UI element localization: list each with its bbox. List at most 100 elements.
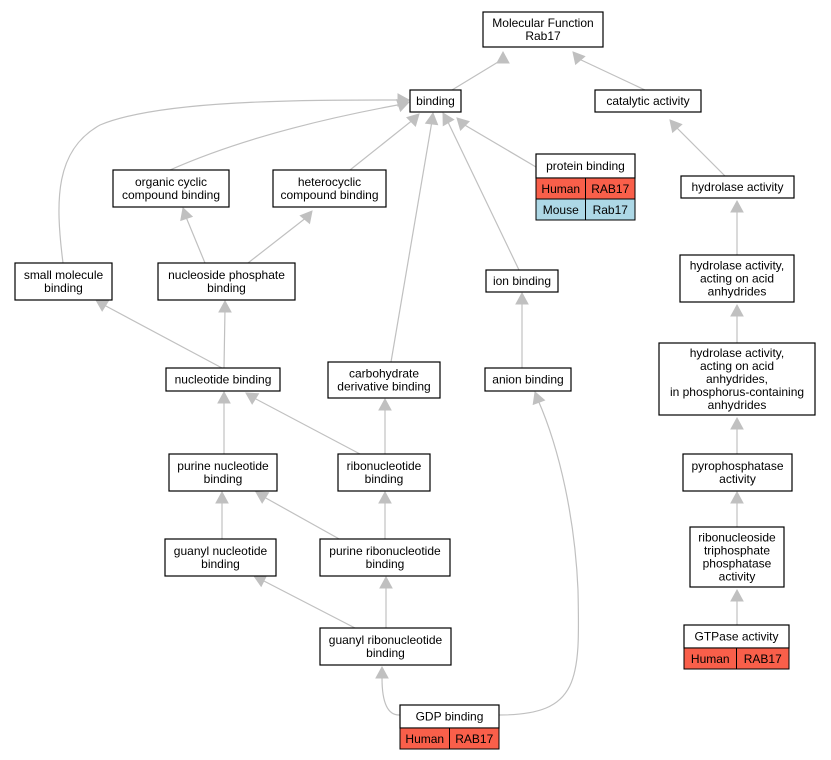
node-ion-binding[interactable]: ion binding <box>485 269 559 293</box>
node-label-line: GDP binding <box>416 710 484 724</box>
node-label-line: compound binding <box>122 188 220 202</box>
edge-28 <box>498 399 580 716</box>
node-box <box>327 361 441 399</box>
arrowhead-19 <box>730 416 744 430</box>
edge-27 <box>381 677 401 716</box>
gene-cell <box>736 647 790 670</box>
node-label-line: hydrolase activity <box>691 180 783 194</box>
node-binding[interactable]: binding <box>409 89 462 113</box>
node-label-line: binding <box>416 94 455 108</box>
edge-7 <box>446 119 520 271</box>
node-label-line: Rab17 <box>525 29 561 43</box>
node-box <box>319 538 451 577</box>
node-label-line: binding <box>365 472 404 486</box>
species-label: Human <box>405 732 444 746</box>
node-label-line: hydrolase activity, <box>690 259 784 273</box>
node-label-line: triphosphate <box>704 544 770 558</box>
node-label-line: anhydrides <box>708 398 767 412</box>
node-label-line: acting on acid <box>700 359 774 373</box>
node-hydrolase-phos[interactable]: hydrolase activity,acting on acid anhydri… <box>658 342 816 416</box>
arrowhead-23 <box>730 490 744 504</box>
arrowhead-12 <box>218 299 232 313</box>
arrowhead-15 <box>730 303 744 317</box>
node-box <box>689 526 785 588</box>
arrowhead-27 <box>375 665 389 679</box>
node-label-line: activity <box>719 472 756 486</box>
node-box <box>319 627 452 666</box>
gene-label: RAB17 <box>455 732 493 746</box>
node-label-line: guanyl ribonucleotide <box>329 633 443 647</box>
node-box <box>485 269 559 293</box>
node-label-line: hydrolase activity, <box>690 346 784 360</box>
edge-9 <box>185 216 206 264</box>
node-label-line: GTPase activity <box>694 630 778 644</box>
edge-0 <box>451 58 504 91</box>
arrowhead-1 <box>572 51 586 66</box>
node-label-line: nucleotide binding <box>175 373 272 387</box>
node-label-line: purine nucleotide <box>177 459 269 473</box>
edge-5 <box>58 99 403 264</box>
node-box <box>337 453 431 492</box>
arrowhead-17 <box>245 392 260 405</box>
node-label-line: anion binding <box>492 373 563 387</box>
node-box <box>272 169 387 208</box>
arrowhead-26 <box>730 588 744 602</box>
edge-11 <box>103 304 223 369</box>
arrowhead-8 <box>669 119 683 134</box>
arrowhead-6 <box>424 111 439 126</box>
arrowhead-16 <box>217 390 231 404</box>
node-box <box>658 342 816 416</box>
node-ribonucleoside-tp[interactable]: ribonucleosidetriphosphatephosphataseact… <box>689 526 785 588</box>
node-label-line: anhydrides <box>708 285 767 299</box>
node-label-line: organic cyclic <box>135 175 207 189</box>
node-box <box>679 254 795 303</box>
node-hydrolase[interactable]: hydrolase activity <box>680 175 795 199</box>
node-anion[interactable]: anion binding <box>484 367 572 392</box>
gene-label: RAB17 <box>744 652 782 666</box>
node-nucleotide[interactable]: nucleotide binding <box>165 367 281 392</box>
edges <box>58 50 744 716</box>
edge-6 <box>390 120 433 363</box>
node-box <box>680 175 795 199</box>
node-label-line: protein binding <box>546 159 625 173</box>
node-catalytic[interactable]: catalytic activity <box>594 89 702 113</box>
node-label-line: in phosphorus-containing <box>670 385 804 399</box>
edge-17 <box>253 397 361 455</box>
species-label: Mouse <box>543 203 579 217</box>
species-label: Human <box>691 652 730 666</box>
node-label-line: carbohydrate <box>349 367 419 381</box>
edge-4 <box>462 123 537 168</box>
node-box <box>682 453 793 492</box>
node-label-line: ribonucleotide <box>347 459 422 473</box>
arrowhead-7 <box>442 112 455 127</box>
edge-24 <box>261 579 356 629</box>
node-label-line: binding <box>44 281 83 295</box>
node-label-line: derivative binding <box>337 380 430 394</box>
node-box <box>482 11 604 48</box>
node-box <box>594 89 702 113</box>
arrowhead-0 <box>496 50 510 64</box>
arrowhead-13 <box>515 291 529 305</box>
arrowhead-25 <box>379 575 393 589</box>
node-hydrolase-acid[interactable]: hydrolase activity,acting on acidanhydri… <box>679 254 795 303</box>
node-label-line: heterocyclic <box>298 175 361 189</box>
arrowhead-3 <box>406 113 420 127</box>
edge-2 <box>169 103 404 171</box>
species-label: Human <box>541 182 580 196</box>
node-box <box>112 169 230 208</box>
